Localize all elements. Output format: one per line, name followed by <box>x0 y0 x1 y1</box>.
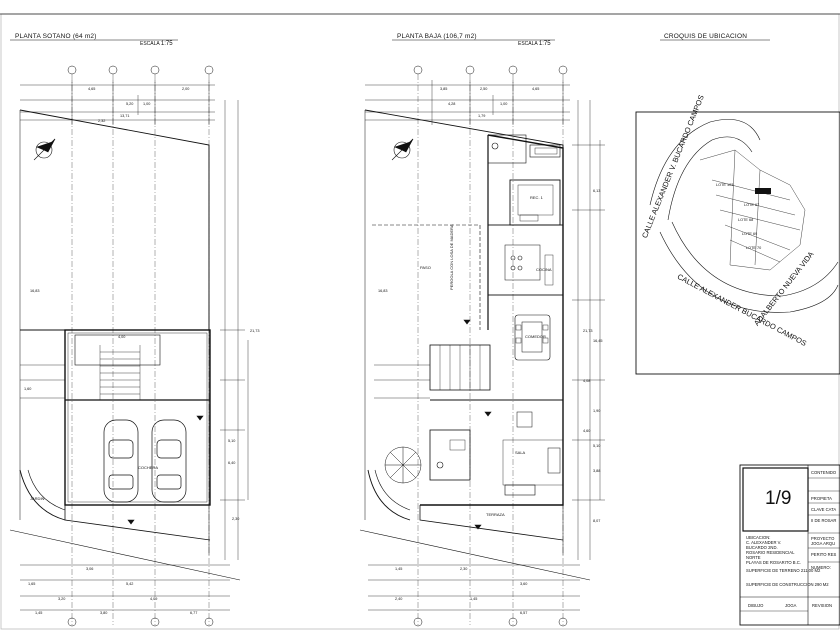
dimension-label: 5,10 <box>228 439 236 443</box>
room-sala: SALA <box>515 450 526 455</box>
site-line: UBICACION: <box>746 535 771 540</box>
dimension-label: 16,83 <box>30 289 40 293</box>
dimension-label: 3,85 <box>440 87 448 91</box>
dimension-label: 5,20 <box>126 102 134 106</box>
basement-plan <box>9 65 249 627</box>
lot-label: LOTE 68 <box>738 218 754 222</box>
dimension-label: 3,06 <box>86 567 94 571</box>
dimension-label: 21,73 <box>250 329 260 333</box>
sheet-number: 1/9 <box>765 488 792 509</box>
lot-label: LOTE 67 <box>744 203 760 207</box>
room-rec1: REC. 1 <box>530 195 543 200</box>
tb-label: PROPIETA <box>811 496 832 501</box>
dimension-label: 3,80 <box>100 611 108 615</box>
site-line: BUCARDO 2ND. <box>746 545 778 550</box>
terrain-value: 211,00 M2 <box>800 568 821 573</box>
dimension-label: 3,60 <box>520 582 528 586</box>
location-sketch <box>635 111 840 375</box>
site-line: NORTE <box>746 555 761 560</box>
drawn-by-value: JOGA <box>785 603 797 608</box>
dimension-label: 4,60 <box>583 429 591 433</box>
ground-scale: ESCALA 1:75 <box>518 41 551 47</box>
dimension-label: 4,08 <box>583 379 591 383</box>
scale-value: 1:75 <box>538 41 551 47</box>
dimension-label: 3,88 <box>593 469 601 473</box>
dimension-label: 5,42 <box>126 582 134 586</box>
build-area: SUPERFICIE DE CONSTRUCCION 290 M2 <box>746 582 829 587</box>
room-cochera: COCHERA <box>138 465 159 470</box>
terrain-area: SUPERFICIE DE TERRENO 211,00 M2 <box>746 568 820 573</box>
dimension-label: 1,65 <box>28 582 36 586</box>
build-label: SUPERFICIE DE CONSTRUCCION <box>746 582 814 587</box>
dimension-label: 16,45 <box>593 339 603 343</box>
site-line: PLAYAS DE ROSARITO B.C. <box>746 560 801 565</box>
dimension-label: 1,00 <box>143 102 151 106</box>
room-jardin: JARDIN <box>30 496 45 501</box>
dimension-label: 2,50 <box>480 87 488 91</box>
dimension-label: 6,57 <box>520 611 528 615</box>
dimension-label: 4,28 <box>448 102 456 106</box>
tb-label: JOGA ARQU <box>811 541 836 546</box>
scale-label: ESCALA <box>140 41 160 47</box>
drawn-by-label: DIBUJO <box>748 603 764 608</box>
room-terraza: TERRAZA <box>486 512 505 517</box>
location-title: CROQUIS DE UBICACION <box>664 33 748 40</box>
dimension-label: 2,30 <box>232 517 240 521</box>
dimension-label: 6,13 <box>593 189 601 193</box>
lot-label: LOTE 103 <box>716 183 734 187</box>
tb-label: PERITO RES <box>811 552 837 557</box>
dimension-label: 21,73 <box>583 329 593 333</box>
terrain-label: SUPERFICIE DE TERRENO <box>746 568 800 573</box>
dimension-label: 2,30 <box>460 567 468 571</box>
dimension-label: 1,45 <box>35 611 43 615</box>
dimension-label: 1,00 <box>500 102 508 106</box>
tb-label: CLAVE CATA <box>811 507 837 512</box>
revision-label: REVISION <box>812 603 833 608</box>
dimension-label: 4,09 <box>150 597 158 601</box>
room-paso: PASO <box>420 265 431 270</box>
basement-plan-title: PLANTA SOTANO (64 m2) <box>15 33 97 40</box>
dimension-label: 2,40 <box>395 597 403 601</box>
room-cocina: COCINA <box>536 267 552 272</box>
tb-label: NUMERO: <box>811 565 831 570</box>
site-line: ROSARIO RESIDENCIAL <box>746 550 795 555</box>
dimension-label: 1,45 <box>395 567 403 571</box>
tb-label: II DE ROSAR <box>811 518 837 523</box>
lot-label: LOTE 70 <box>746 246 762 250</box>
build-value: 290 M2 <box>814 582 829 587</box>
dimension-label: 16,83 <box>378 289 388 293</box>
lot-label: LOTE 69 <box>742 232 758 236</box>
dimension-label: 4,65 <box>532 87 540 91</box>
dimension-label: 2,32 <box>98 119 106 123</box>
dimension-label: 2,00 <box>182 87 190 91</box>
ground-floor-plan <box>359 65 605 627</box>
pergola-label: PERGOLA CON LOSA DE MADERA <box>449 224 454 290</box>
dimension-label: 1,90 <box>593 409 601 413</box>
dimension-label: 3,20 <box>58 597 66 601</box>
dimension-label: 1,79 <box>478 114 486 118</box>
room-comedor: COMEDOR <box>525 334 546 339</box>
basement-scale: ESCALA 1:75 <box>140 41 173 47</box>
dimension-label: 5,10 <box>593 444 601 448</box>
site-lines: UBICACION: C. ALEXANDER V. BUCARDO 2ND. … <box>746 535 801 565</box>
ground-plan-title: PLANTA BAJA (106,7 m2) <box>397 33 477 40</box>
scale-label: ESCALA <box>518 41 538 47</box>
dimension-label: 6,77 <box>190 611 198 615</box>
tb-label: CONTENIDO <box>811 470 837 475</box>
scale-value: 1:75 <box>160 41 173 47</box>
dimension-label: 1,60 <box>24 387 32 391</box>
site-line: C. ALEXANDER V. <box>746 540 782 545</box>
dimension-label: 4,00 <box>118 335 126 339</box>
dimension-label: 4,65 <box>88 87 96 91</box>
dimension-label: 1,45 <box>470 597 478 601</box>
title-block <box>739 464 840 626</box>
dimension-label: 8,07 <box>593 519 601 523</box>
dimension-label: 6,40 <box>228 461 236 465</box>
dimension-label: 13,71 <box>120 114 130 118</box>
tb-label: PROYECTO <box>811 536 835 541</box>
